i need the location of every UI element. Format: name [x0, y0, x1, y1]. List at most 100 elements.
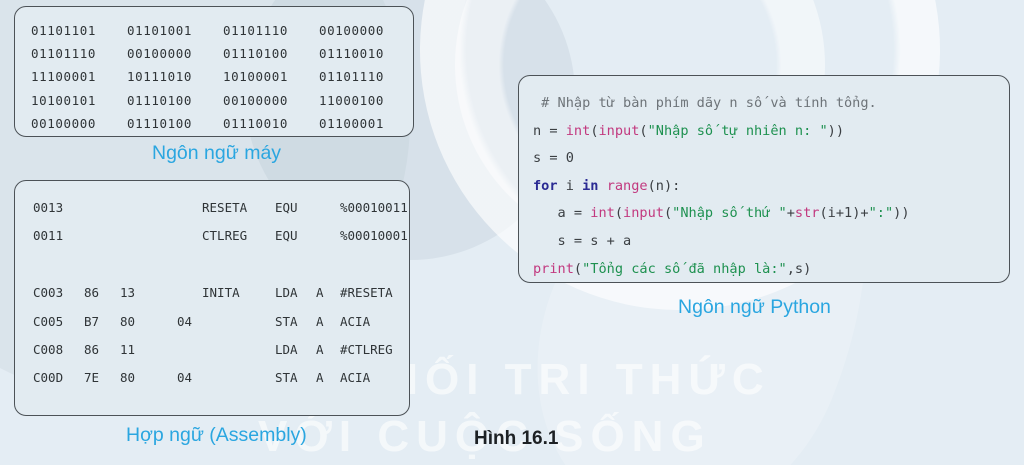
machine-code-row: 10100101 01110100 00100000 11000100	[31, 89, 413, 112]
assembly-operand: #CTLREG	[340, 341, 393, 357]
machine-code-byte: 01100001	[319, 115, 385, 131]
assembly-byte-2: 13	[120, 285, 136, 301]
python-keyword: in	[582, 177, 599, 194]
assembly-row: C003 86 13 INITA LDA A #RESETA	[33, 279, 409, 307]
machine-code-byte: 11000100	[319, 92, 385, 108]
machine-code-byte: 01101110	[223, 23, 289, 38]
assembly-operand: %00010001	[340, 228, 408, 244]
machine-code-byte: 10100101	[31, 92, 97, 108]
assembly-address: C005	[33, 313, 64, 329]
python-string: "Tổng các số đã nhập là:"	[582, 260, 787, 277]
python-text: i	[557, 177, 583, 194]
assembly-caption: Hợp ngữ (Assembly)	[126, 424, 307, 446]
machine-code-caption: Ngôn ngữ máy	[152, 142, 282, 164]
python-text: n =	[533, 122, 566, 139]
assembly-operand: #RESETA	[340, 285, 393, 301]
machine-code-byte: 01101001	[127, 23, 193, 38]
assembly-symbol: CTLREG	[202, 228, 248, 244]
python-text: s =	[533, 150, 566, 167]
python-text: (	[639, 122, 648, 139]
assembly-address: 0013	[33, 200, 64, 215]
python-code-line: s = s + a	[533, 228, 1009, 256]
assembly-byte-1: B7	[84, 313, 100, 329]
assembly-symbol: INITA	[202, 285, 240, 301]
assembly-byte-1: 86	[84, 285, 100, 301]
machine-code-byte: 00100000	[31, 115, 97, 131]
machine-code-byte: 11100001	[31, 69, 97, 85]
assembly-byte-2: 11	[120, 341, 136, 357]
assembly-mnemonic: STA	[275, 370, 298, 386]
machine-code-byte: 00100000	[127, 46, 193, 62]
python-function: int	[590, 205, 615, 222]
python-string: ":"	[868, 205, 894, 222]
assembly-operand: ACIA	[340, 370, 371, 386]
assembly-register: A	[316, 341, 324, 357]
assembly-register: A	[316, 313, 324, 329]
python-text: (i+1)+	[819, 205, 869, 222]
python-string: "Nhập số tự nhiên n: "	[647, 122, 828, 139]
python-text	[599, 178, 607, 194]
python-caption: Ngôn ngữ Python	[678, 296, 831, 318]
machine-code-table: 01101101 01101001 01101110 00100000 01101110…	[31, 19, 413, 135]
machine-code-row: 11100001 10111010 10100001 01101110	[31, 65, 413, 88]
python-function: range	[606, 177, 648, 194]
machine-code-byte: 00100000	[223, 92, 289, 108]
python-code-line: # Nhập từ bàn phím dãy n số và tính tổng…	[533, 90, 1009, 118]
python-text: ))	[893, 205, 910, 222]
python-code-line: print("Tổng các số đã nhập là:",s)	[533, 256, 1009, 282]
python-keyword: for	[533, 177, 558, 194]
assembly-mnemonic: STA	[275, 313, 298, 329]
assembly-address: C008	[33, 341, 64, 357]
python-text: a =	[533, 205, 591, 222]
python-function: int	[565, 122, 591, 139]
python-source-listing: # Nhập từ bàn phím dãy n số và tính tổng…	[533, 90, 1009, 282]
machine-code-byte: 10111010	[127, 69, 193, 85]
assembly-byte-2: 80	[120, 313, 136, 329]
assembly-mnemonic: LDA	[275, 285, 298, 301]
python-function: input	[598, 122, 640, 139]
assembly-mnemonic: EQU	[275, 228, 298, 244]
machine-code-byte: 01101110	[319, 69, 385, 85]
python-text: s = s + a	[533, 232, 632, 249]
assembly-row: 0011 CTLREG EQU %00010001	[33, 222, 409, 250]
python-code-line: a = int(input("Nhập số thứ "+str(i+1)+":…	[533, 200, 1009, 228]
assembly-blank-row	[33, 251, 409, 279]
machine-code-byte: 01110100	[127, 92, 193, 108]
machine-code-byte: 01101101	[31, 23, 97, 38]
machine-code-byte: 01110010	[319, 46, 385, 62]
python-text: ,s)	[786, 260, 812, 277]
figure-label: Hình 16.1	[474, 428, 559, 449]
assembly-register: A	[316, 285, 324, 301]
machine-code-byte: 10100001	[223, 69, 289, 85]
assembly-mnemonic: LDA	[275, 341, 298, 357]
python-text: (	[573, 260, 583, 277]
assembly-operand: %00010011	[340, 200, 408, 215]
assembly-address: 0011	[33, 228, 64, 244]
python-string: "Nhập số thứ "	[672, 205, 787, 222]
python-function: str	[794, 205, 820, 222]
assembly-address: C003	[33, 285, 64, 301]
python-function: print	[533, 260, 574, 277]
python-function: input	[623, 205, 664, 222]
python-code-line: n = int(input("Nhập số tự nhiên n: "))	[533, 118, 1009, 146]
python-text: (n):	[647, 177, 681, 194]
python-code-line: for i in range(n):	[533, 173, 1009, 201]
assembly-mnemonic: EQU	[275, 200, 298, 215]
python-text: (	[663, 205, 673, 222]
python-number: 0	[565, 150, 574, 167]
machine-code-byte: 01110100	[127, 115, 193, 131]
python-text: +	[786, 205, 795, 222]
machine-code-byte: 01101110	[31, 46, 97, 62]
python-text: (	[590, 122, 599, 139]
python-text: ))	[827, 122, 845, 139]
assembly-operand: ACIA	[340, 313, 371, 329]
assembly-address: C00D	[33, 370, 64, 386]
machine-code-byte: 01110100	[223, 46, 289, 62]
